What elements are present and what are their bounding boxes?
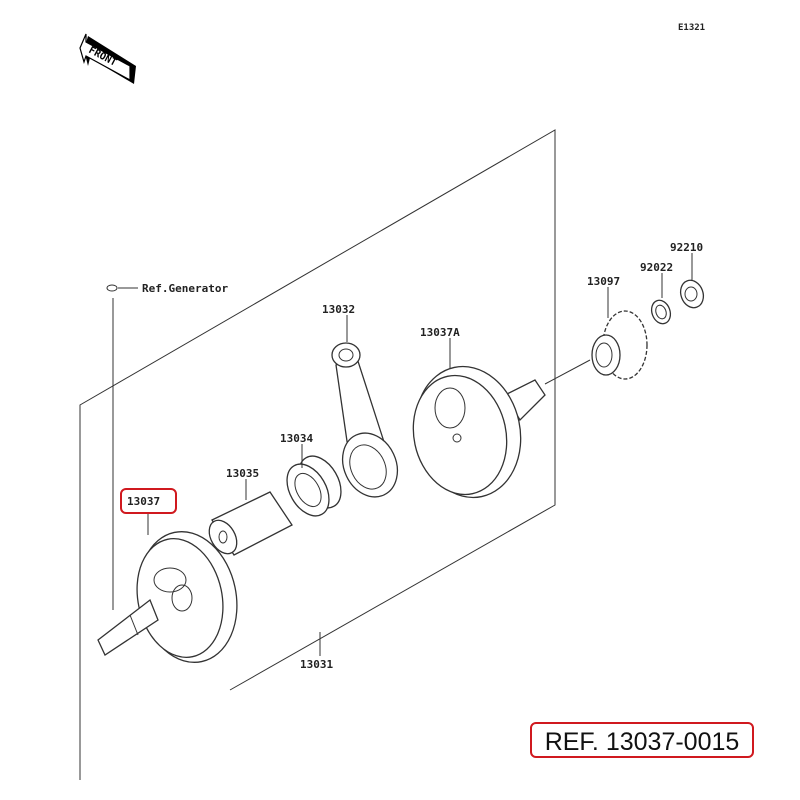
- part-label-92022[interactable]: 92022: [640, 261, 673, 274]
- generator-ref-icon: [106, 284, 138, 610]
- needle-bearing: [286, 455, 342, 517]
- part-label-13037a[interactable]: 13037A: [420, 326, 460, 339]
- part-label-13037[interactable]: 13037: [127, 495, 160, 508]
- crank-gear: [591, 310, 648, 380]
- washer: [650, 299, 672, 325]
- reference-number: REF. 13037-0015: [530, 722, 754, 758]
- part-label-13032[interactable]: 13032: [322, 303, 355, 316]
- crankpin: [208, 491, 293, 556]
- part-label-92210[interactable]: 92210: [670, 241, 703, 254]
- connecting-rod: [331, 342, 399, 498]
- crank-half-left: [97, 531, 238, 663]
- part-label-13097[interactable]: 13097: [587, 275, 620, 288]
- front-arrow-icon: FRONT: [79, 33, 136, 84]
- part-label-13031[interactable]: 13031: [300, 658, 333, 671]
- assembly-outline: [79, 129, 556, 780]
- part-label-13034[interactable]: 13034: [280, 432, 313, 445]
- ref-generator-label: Ref.Generator: [142, 282, 228, 295]
- part-label-13035[interactable]: 13035: [226, 467, 259, 480]
- diagram-code: E1321: [678, 23, 705, 33]
- highlight-box-13037: [120, 488, 177, 514]
- nut: [679, 279, 705, 309]
- leader-lines: [147, 253, 693, 656]
- crank-half-right: [412, 359, 591, 499]
